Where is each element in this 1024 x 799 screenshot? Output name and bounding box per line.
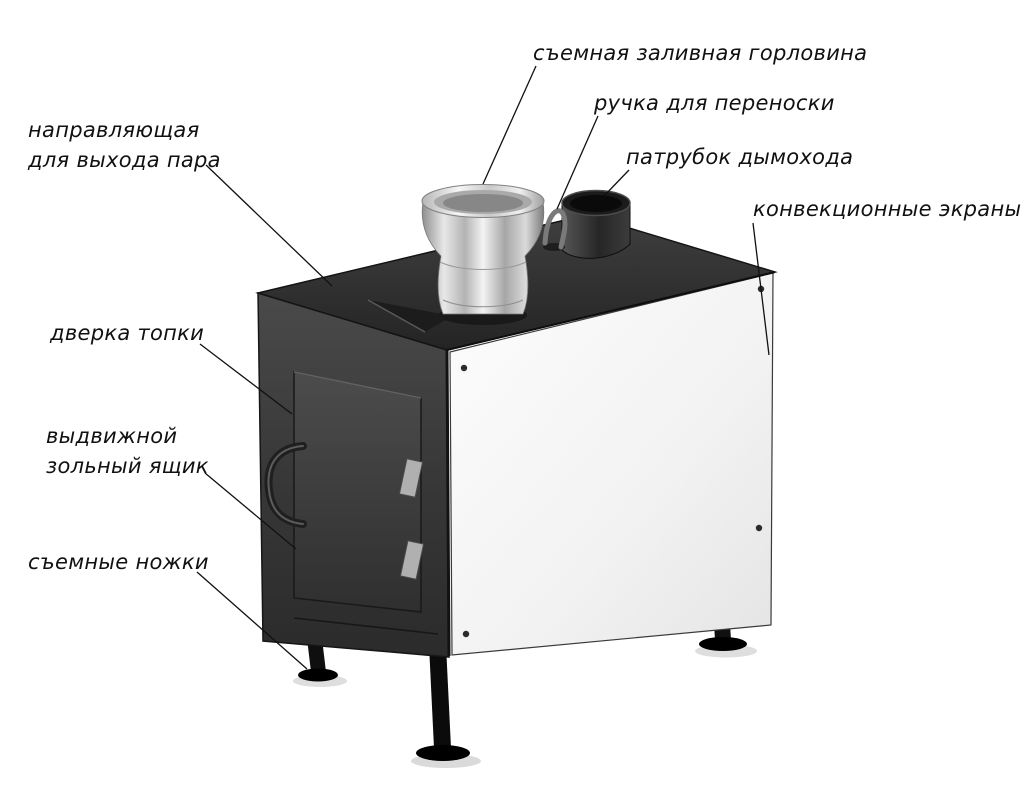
door-top-highlight — [293, 371, 422, 399]
front-corner-edge — [445, 349, 451, 657]
label-steam-guide: направляющая для выхода пара — [28, 115, 221, 175]
steam-guide-vent-highlight — [367, 299, 426, 333]
top-front-edge — [446, 271, 776, 351]
label-convection: конвекционные экраны — [753, 197, 1022, 221]
carrying-handle — [542, 208, 568, 251]
chimney-opening — [570, 195, 622, 212]
pot-cavity — [443, 194, 523, 212]
center-leg — [429, 645, 451, 748]
label-ash-box-line1: выдвижной — [46, 424, 178, 448]
label-carry-handle: ручка для переноски — [594, 91, 835, 115]
label-steam-guide-line2: для выхода пара — [28, 148, 221, 172]
pot-band-upper — [439, 261, 527, 270]
chimney-body — [561, 203, 631, 259]
screw-bottom-right — [755, 524, 763, 532]
leader-filler-neck — [482, 65, 537, 185]
firebox-door — [264, 371, 425, 613]
leader-ash-box — [204, 472, 297, 550]
screw-bottom-left — [462, 630, 470, 638]
steam-guide-vent — [367, 299, 452, 333]
label-chimney: патрубок дымохода — [626, 145, 854, 169]
leader-carry-handle — [556, 115, 599, 210]
carrying-handle-loop — [542, 208, 568, 250]
front-left-foot — [298, 668, 338, 682]
convection-panel — [449, 272, 774, 656]
door-hinge-upper — [398, 458, 424, 498]
label-filler-neck: съемная заливная горловина — [533, 41, 868, 65]
label-ash-box-line2: зольный ящик — [46, 454, 209, 478]
filler-neck-pot — [421, 184, 545, 325]
leader-steam-guide — [205, 164, 333, 287]
leader-chimney — [603, 169, 630, 197]
leader-lines — [196, 65, 770, 670]
door-hinge-lower — [399, 540, 425, 580]
panel-screws — [460, 285, 765, 638]
label-door: дверка топки — [50, 321, 205, 345]
ash-drawer-seam — [293, 617, 439, 635]
pot-band-lower — [442, 299, 524, 308]
pot-body — [421, 201, 545, 315]
label-ash-box: выдвижной зольный ящик — [46, 421, 209, 481]
label-steam-guide-line1: направляющая — [28, 118, 200, 142]
chimney-pipe — [561, 189, 631, 259]
leader-door — [199, 343, 293, 415]
steam-guide-vent-plate — [368, 300, 452, 332]
label-legs: съемные ножки — [28, 550, 209, 574]
screw-top-left — [460, 364, 468, 372]
leader-convection — [752, 222, 770, 356]
center-foot — [416, 745, 470, 761]
leader-legs — [196, 571, 308, 670]
door-handle-highlight — [267, 445, 304, 525]
right-foot — [699, 637, 747, 651]
